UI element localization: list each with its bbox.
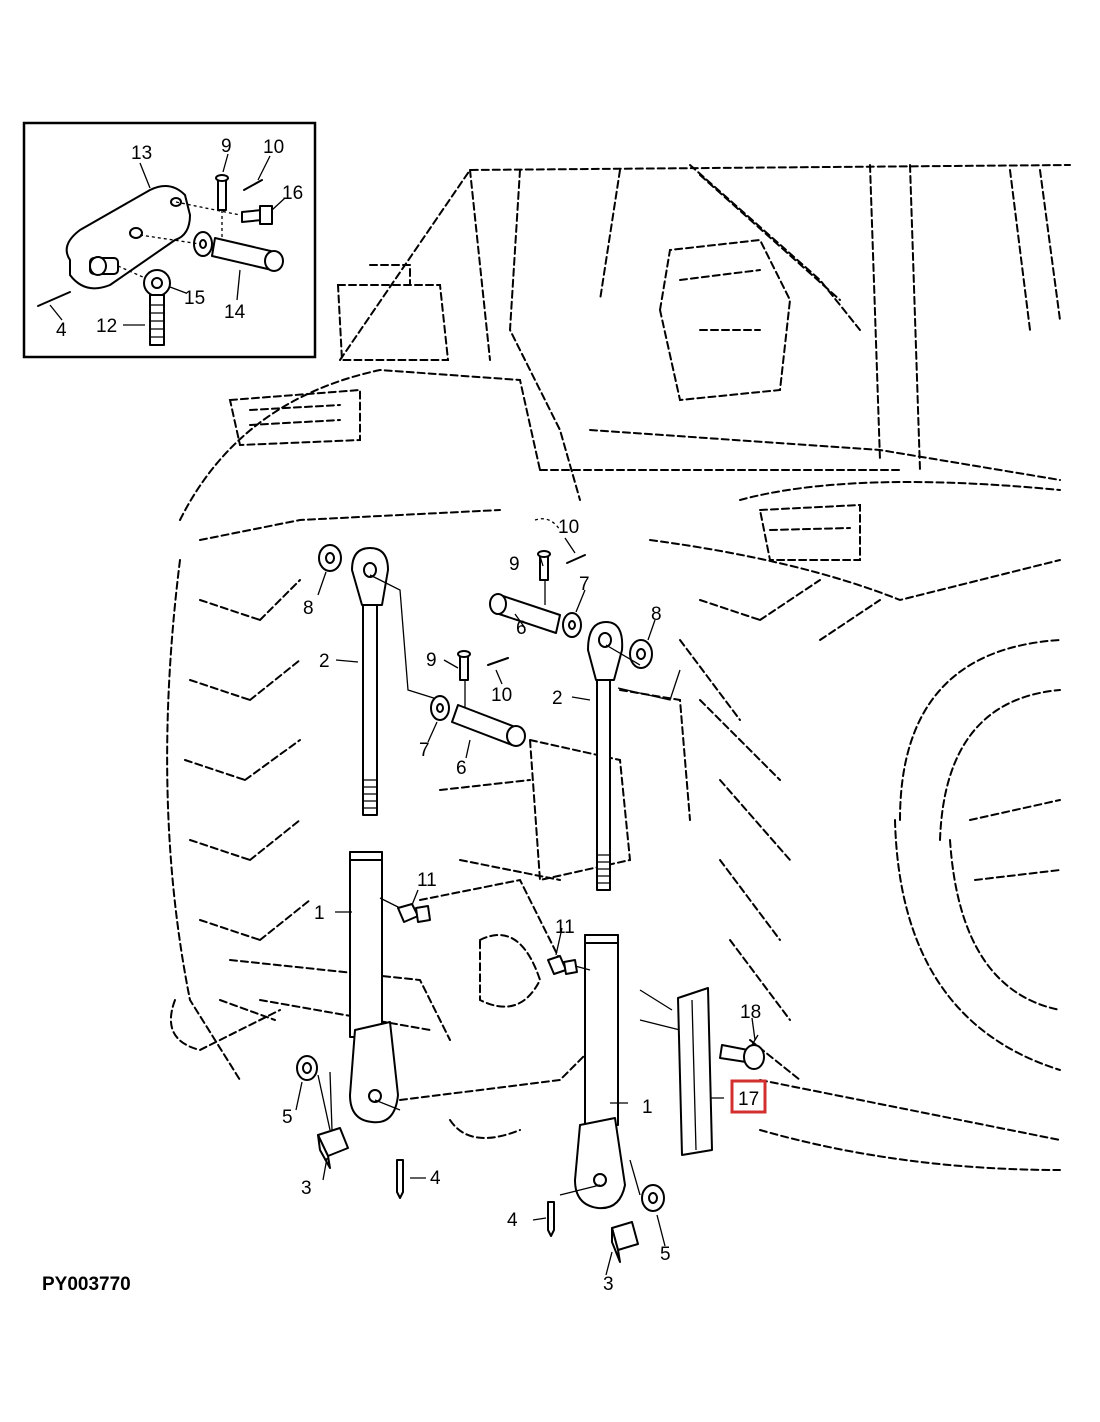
- grease-nipple-left: [397, 903, 419, 923]
- spring-pin-10-top: [566, 554, 586, 564]
- label-7-top: 7: [579, 574, 590, 595]
- label-1-right: 1: [642, 1097, 653, 1118]
- threaded-rod-left: [362, 604, 378, 816]
- lower-clevis-right: [574, 1117, 626, 1210]
- highlight-box-17: [730, 1079, 767, 1114]
- label-15: 15: [184, 288, 205, 309]
- cotter-4-left: [396, 1159, 404, 1199]
- upper-eye-right: [587, 621, 624, 681]
- label-14: 14: [224, 302, 246, 323]
- label-10-mid: 10: [491, 685, 512, 706]
- washer-hole: [199, 239, 207, 249]
- label-5-left: 5: [282, 1107, 293, 1128]
- callout-labels: 10 9 7 6 8 8 2 2 9 10 7 6 11 11 1 1 18 1…: [282, 517, 767, 1295]
- rod-end-shank: [149, 294, 165, 346]
- label-5-right: 5: [660, 1244, 671, 1265]
- label-3-left: 3: [301, 1178, 312, 1199]
- middle-pin-assembly: [430, 650, 526, 747]
- clevis-pin-head: [215, 174, 229, 182]
- label-6-top: 6: [516, 618, 527, 639]
- cotter-pin: [37, 291, 71, 307]
- cotter-4-right: [547, 1201, 555, 1237]
- label-16: 16: [282, 183, 303, 204]
- rod-end-hole: [151, 277, 163, 289]
- label-11-right: 11: [555, 917, 575, 938]
- label-12: 12: [96, 316, 117, 337]
- figure-code: PY003770: [42, 1274, 131, 1295]
- label-1-left: 1: [314, 903, 325, 924]
- grease-nipple-right: [547, 955, 567, 975]
- label-4: 4: [56, 320, 67, 341]
- label-13: 13: [131, 143, 152, 164]
- stabiliser-plate-17: [677, 987, 713, 1156]
- stabiliser-plate-assembly: [677, 987, 765, 1156]
- label-4-right: 4: [507, 1210, 518, 1231]
- label-9-top: 9: [509, 554, 520, 575]
- bolt-head: [259, 205, 273, 225]
- label-8-left: 8: [303, 598, 314, 619]
- spring-pin-10-mid: [487, 657, 509, 666]
- label-9-mid: 9: [426, 650, 437, 671]
- label-18: 18: [740, 1002, 761, 1023]
- lower-tube-right: [584, 934, 619, 1126]
- threaded-rod-right: [596, 679, 611, 891]
- bolt-18-head: [743, 1044, 765, 1070]
- lower-tube-left: [349, 851, 383, 1038]
- right-lift-link: [547, 621, 681, 1263]
- clevis-pin-9-mid: [459, 654, 469, 681]
- spring-pin: [243, 179, 263, 191]
- label-2-right: 2: [552, 688, 563, 709]
- pin-head: [264, 250, 284, 272]
- label-3-right: 3: [603, 1274, 614, 1295]
- clevis-pin: [217, 177, 227, 211]
- left-lift-link: [296, 544, 441, 1199]
- label-6-mid: 6: [456, 758, 467, 779]
- lower-clevis-left: [349, 1021, 399, 1124]
- label-17: 17: [738, 1089, 759, 1110]
- stub-end: [89, 256, 107, 276]
- label-8-right: 8: [651, 604, 662, 625]
- label-9: 9: [221, 136, 232, 157]
- label-2-left: 2: [319, 651, 330, 672]
- leader-lines: [295, 537, 756, 1276]
- label-11-left: 11: [417, 870, 437, 891]
- label-7-mid: 7: [419, 740, 430, 761]
- bracket-hole: [129, 227, 143, 239]
- tractor-outline: [166, 164, 1071, 1171]
- label-4-left: 4: [430, 1168, 441, 1189]
- inset-detail: 13 9 10 16 15 14 12 4: [22, 121, 317, 359]
- label-10-top: 10: [558, 517, 579, 538]
- label-10: 10: [263, 137, 284, 158]
